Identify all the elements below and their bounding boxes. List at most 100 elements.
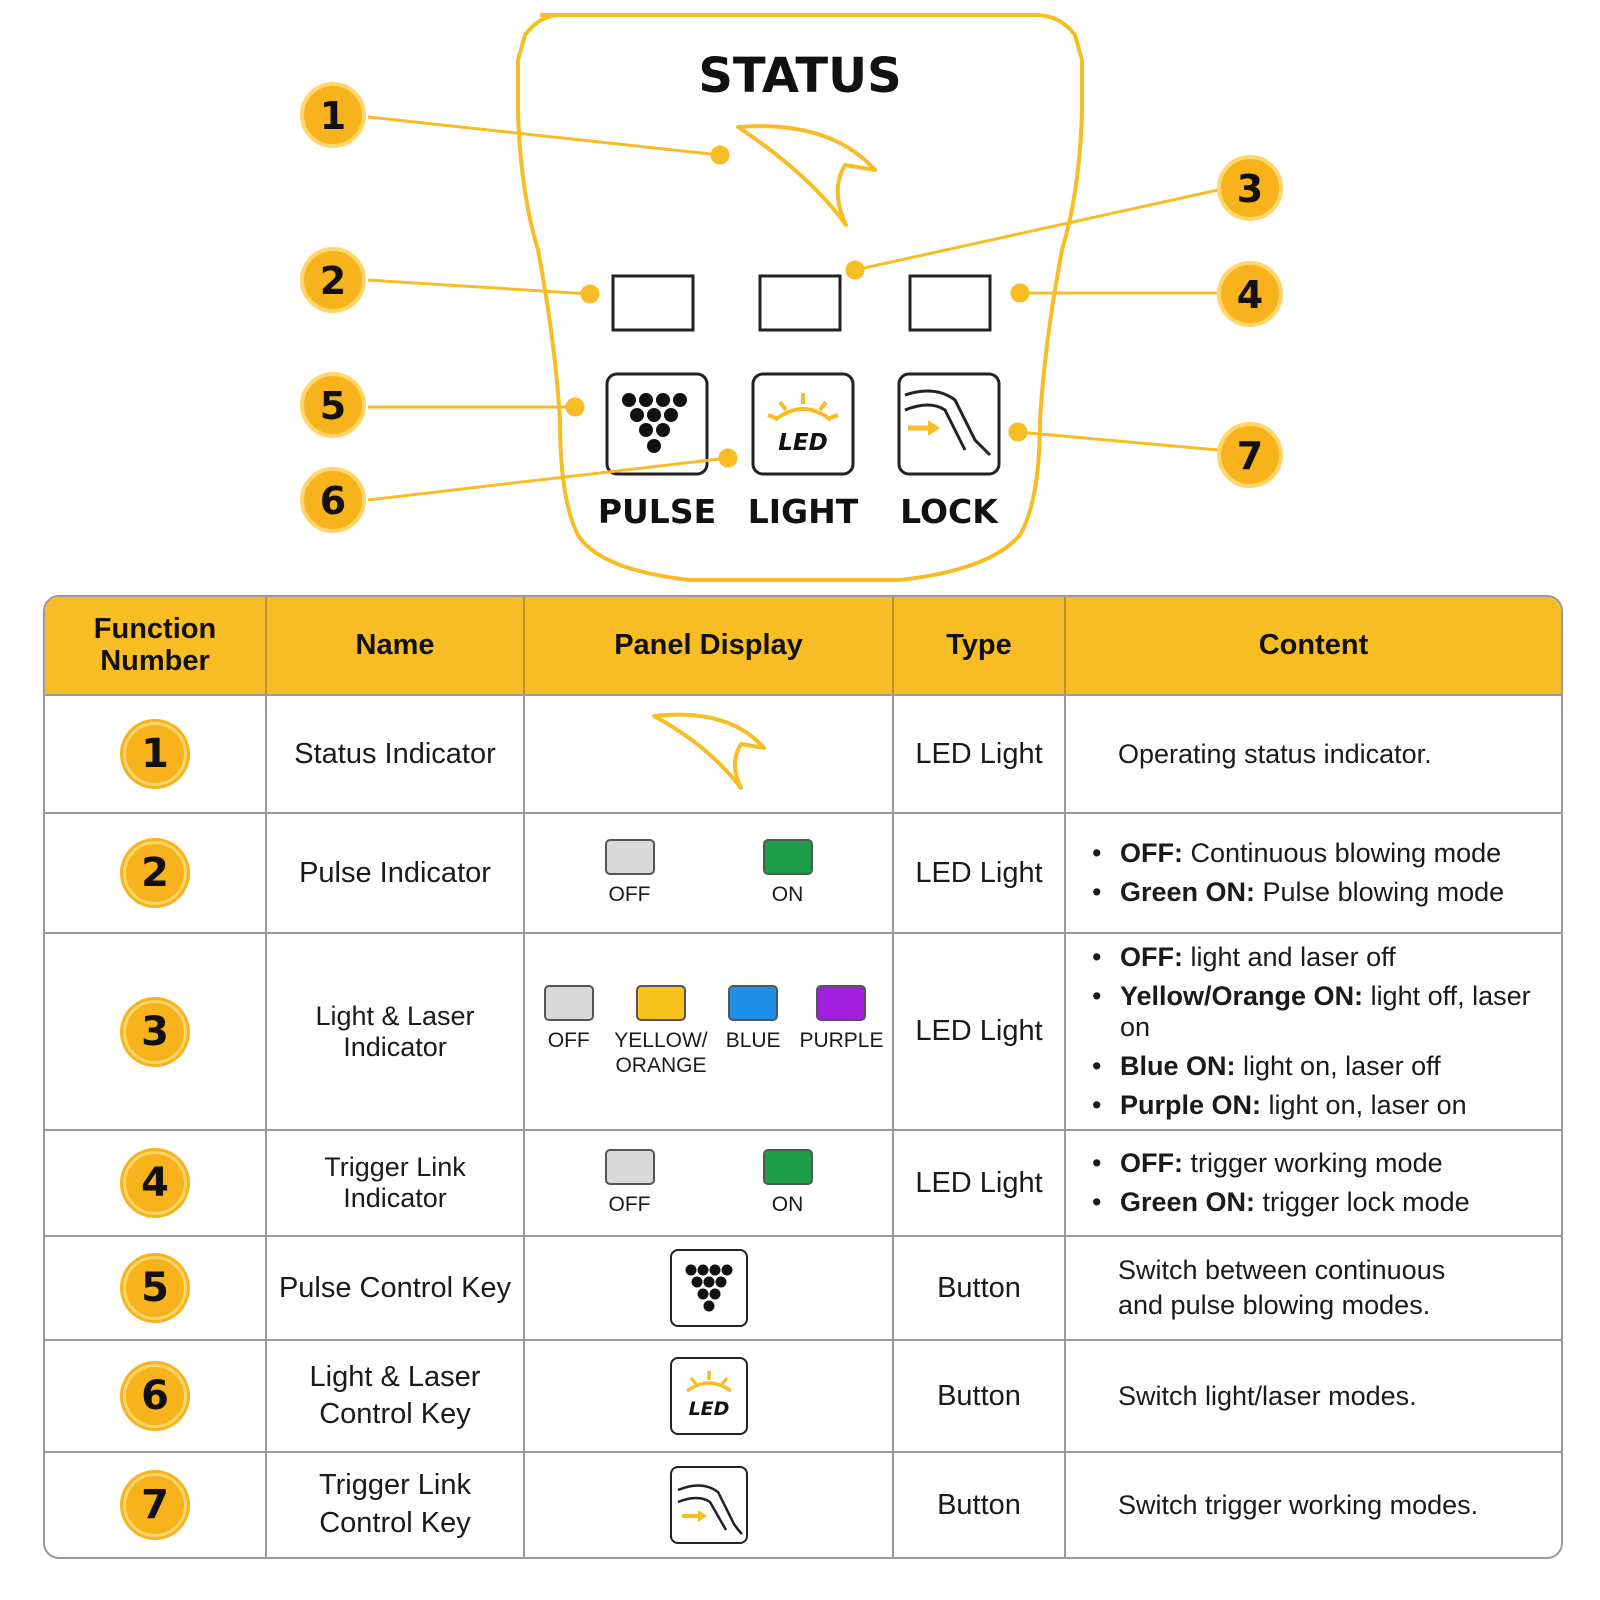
key-label-light: LIGHT <box>748 492 859 531</box>
led-icon: LED <box>669 1357 748 1436</box>
row-name: Light & Laser Indicator <box>266 933 525 1132</box>
bullet-item: Green ON: trigger lock mode <box>1092 1187 1555 1218</box>
row-type: LED Light <box>893 695 1066 814</box>
control-panel-diagram: STATUS LED <box>300 13 1283 582</box>
bullet-item: Purple ON: light on, laser on <box>1092 1090 1555 1121</box>
callout-1: 1 <box>300 82 366 148</box>
svg-text:7: 7 <box>1237 434 1263 478</box>
row-type: Button <box>893 1340 1066 1454</box>
light-laser-indicator-window <box>758 274 842 332</box>
panel-display-cell: OFF ON <box>524 813 894 934</box>
header-panel-display: Panel Display <box>524 597 894 696</box>
swatch-off: OFF <box>591 838 669 907</box>
svg-text:LED: LED <box>778 430 827 456</box>
trigger-lock-icon <box>904 389 992 457</box>
panel-display-cell <box>524 695 894 814</box>
swatch-green: ON <box>749 1149 827 1217</box>
bullet-item: Green ON: Pulse blowing mode <box>1092 877 1555 908</box>
callout-2: 2 <box>300 247 366 313</box>
bullet-item: OFF: light and laser off <box>1092 942 1555 973</box>
light-key-button[interactable]: LED <box>751 372 855 476</box>
callout-6: 6 <box>300 467 366 533</box>
svg-text:4: 4 <box>1237 273 1263 317</box>
row-content: OFF: trigger working mode Green ON: trig… <box>1065 1130 1561 1238</box>
bullet-item: OFF: Continuous blowing mode <box>1092 838 1555 869</box>
lock-key-button[interactable] <box>897 372 1001 476</box>
swatch-purple: PURPLE <box>797 985 886 1053</box>
panel-display-cell <box>524 1452 894 1557</box>
svg-text:1: 1 <box>320 94 346 138</box>
row-name: Pulse Indicator <box>266 813 525 934</box>
header-type: Type <box>893 597 1066 696</box>
panel-display-cell: OFF YELLOW/ ORANGE BLUE PURPLE <box>524 933 894 1132</box>
svg-text:LED: LED <box>688 1398 729 1420</box>
row-content: Switch trigger working modes. <box>1118 1489 1479 1520</box>
svg-text:2: 2 <box>320 259 346 303</box>
row-content: Switch between continuous and pulse blow… <box>1065 1236 1561 1342</box>
pulse-indicator-window <box>611 274 695 332</box>
row-type: Button <box>893 1236 1066 1342</box>
svg-text:5: 5 <box>320 384 346 428</box>
function-number-badge: 2 <box>123 841 187 905</box>
row-type: LED Light <box>893 1130 1066 1238</box>
row-content: OFF: light and laser off Yellow/Orange O… <box>1065 933 1561 1132</box>
function-number-badge: 4 <box>123 1151 187 1216</box>
table-row: 6 Light & Laser Control Key LED Button <box>45 1340 1561 1454</box>
swatch-green: ON <box>749 838 827 907</box>
header-name: Name <box>266 597 525 696</box>
swatch-yellow-orange: YELLOW/ ORANGE <box>613 985 710 1077</box>
callout-4: 4 <box>1217 261 1283 327</box>
table-header-row: Function Number Name Panel Display Type … <box>45 597 1561 696</box>
row-type: LED Light <box>893 813 1066 934</box>
table-row: 5 Pulse Control Key <box>45 1236 1561 1342</box>
header-function-number: Function Number <box>45 597 267 696</box>
function-table: Function Number Name Panel Display Type … <box>43 595 1563 1559</box>
row-content: OFF: Continuous blowing mode Green ON: P… <box>1065 813 1561 934</box>
callout-7: 7 <box>1217 422 1283 488</box>
table-row: 3 Light & Laser Indicator OFF YELLOW/ OR… <box>45 933 1561 1132</box>
status-swoosh-icon <box>651 712 766 790</box>
pulse-dots-icon <box>622 393 687 453</box>
row-type: Button <box>893 1452 1066 1557</box>
header-content: Content <box>1065 597 1561 696</box>
table-row: 4 Trigger Link Indicator OFF ON LE <box>45 1130 1561 1238</box>
status-swoosh-icon <box>736 124 877 227</box>
function-number-badge: 1 <box>123 722 187 786</box>
panel-display-cell: LED <box>524 1340 894 1454</box>
row-type: LED Light <box>893 933 1066 1132</box>
row-content: Operating status indicator. <box>1065 695 1561 814</box>
callout-leaders <box>367 115 1219 502</box>
callout-3: 3 <box>1217 155 1283 221</box>
function-number-badge: 3 <box>123 999 187 1064</box>
table-row: 2 Pulse Indicator OFF ON LED Light <box>45 813 1561 934</box>
pulse-key-button[interactable] <box>605 372 709 476</box>
table-row: 7 Trigger Link Control Key Button Switch… <box>45 1452 1561 1557</box>
callout-5: 5 <box>300 372 366 438</box>
swatch-blue: BLUE <box>715 985 791 1053</box>
led-icon: LED <box>767 393 839 456</box>
bullet-item: Blue ON: light on, laser off <box>1092 1051 1555 1082</box>
trigger-link-indicator-window <box>908 274 992 332</box>
row-content: Switch light/laser modes. <box>1065 1340 1561 1454</box>
swatch-off: OFF <box>531 985 607 1053</box>
key-label-pulse: PULSE <box>598 492 716 531</box>
pulse-dots-icon <box>669 1249 748 1328</box>
bullet-item: OFF: trigger working mode <box>1092 1148 1555 1179</box>
trigger-lock-icon <box>669 1466 748 1545</box>
table-row: 1 Status Indicator LED Light Operating s… <box>45 695 1561 814</box>
panel-title: STATUS <box>698 48 901 104</box>
function-number-badge: 5 <box>123 1256 187 1321</box>
row-name: Pulse Control Key <box>266 1236 525 1342</box>
bullet-item: Yellow/Orange ON: light off, laser on <box>1092 981 1555 1043</box>
function-number-badge: 7 <box>123 1473 187 1538</box>
svg-text:6: 6 <box>320 479 346 523</box>
key-label-lock: LOCK <box>900 492 999 531</box>
row-name: Trigger Link Indicator <box>266 1130 525 1238</box>
panel-display-cell: OFF ON <box>524 1130 894 1238</box>
function-number-badge: 6 <box>123 1364 187 1429</box>
row-name: Trigger Link Control Key <box>266 1452 525 1557</box>
panel-display-cell <box>524 1236 894 1342</box>
row-name: Status Indicator <box>266 695 525 814</box>
row-name: Light & Laser Control Key <box>266 1340 525 1454</box>
svg-text:3: 3 <box>1237 167 1263 211</box>
